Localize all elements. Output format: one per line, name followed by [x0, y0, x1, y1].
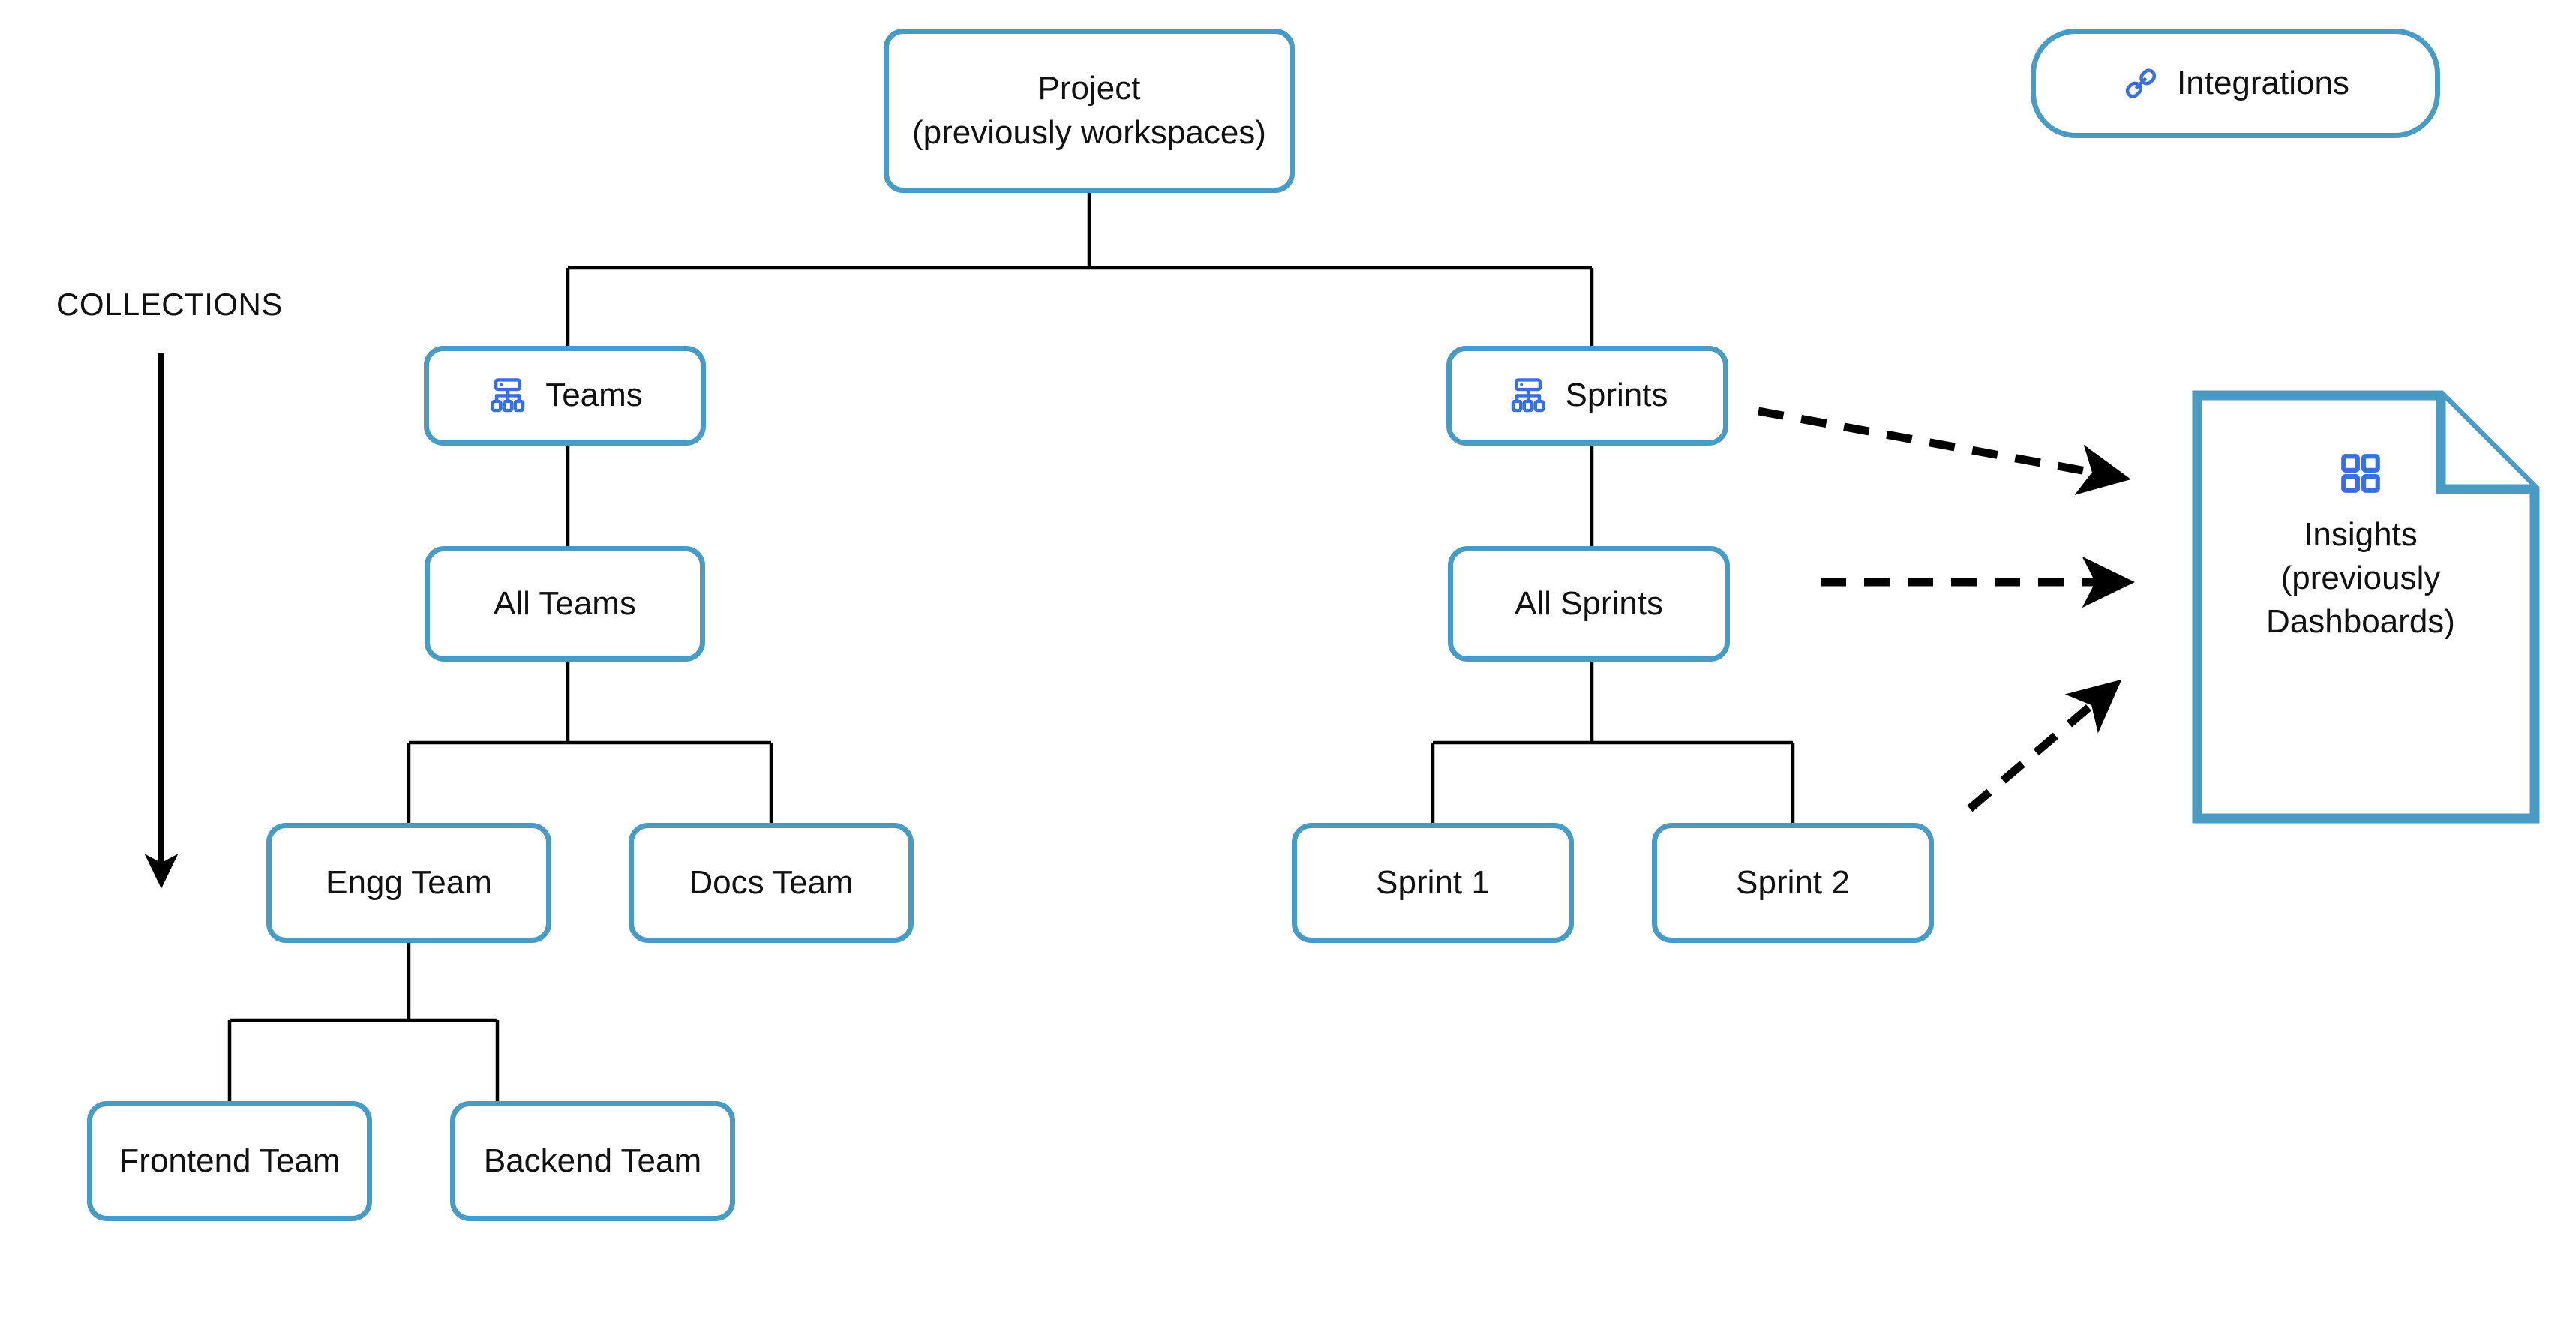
- node-insights-shape[interactable]: [2187, 386, 2544, 828]
- node-teams-label: Teams: [545, 377, 643, 414]
- node-project[interactable]: Project (previously workspaces): [884, 29, 1295, 193]
- node-sprint-2-label: Sprint 2: [1736, 863, 1850, 901]
- collections-label: COLLECTIONS: [56, 287, 283, 322]
- node-insights-label: Insights (previously Dashboards): [2266, 516, 2455, 641]
- node-insights-content: Insights (previously Dashboards): [2205, 450, 2516, 644]
- hierarchy-icon: [487, 374, 529, 416]
- node-backend-team-label: Backend Team: [483, 1142, 702, 1179]
- node-project-label: Project (previously workspaces): [912, 70, 1266, 151]
- node-sprint-1[interactable]: Sprint 1: [1292, 823, 1574, 943]
- link-icon: [2121, 64, 2160, 103]
- node-teams[interactable]: Teams: [424, 346, 706, 446]
- node-integrations[interactable]: Integrations: [2031, 29, 2440, 138]
- node-sprint-2[interactable]: Sprint 2: [1652, 823, 1934, 943]
- node-sprints-label: Sprints: [1565, 377, 1668, 414]
- grid-dashboard-icon: [2337, 450, 2384, 497]
- node-engg-team-label: Engg Team: [326, 863, 492, 901]
- node-engg-team[interactable]: Engg Team: [266, 823, 551, 943]
- node-all-sprints[interactable]: All Sprints: [1448, 546, 1730, 662]
- node-all-teams-label: All Teams: [494, 584, 636, 622]
- node-docs-team-label: Docs Team: [689, 863, 854, 901]
- dashed-edges: [1758, 407, 2135, 812]
- node-frontend-team-label: Frontend Team: [119, 1142, 341, 1179]
- node-docs-team[interactable]: Docs Team: [629, 823, 914, 943]
- node-integrations-label: Integrations: [2177, 64, 2349, 101]
- hierarchy-icon: [1507, 374, 1549, 416]
- node-sprints[interactable]: Sprints: [1446, 346, 1728, 446]
- node-all-sprints-label: All Sprints: [1514, 584, 1664, 622]
- node-sprint-1-label: Sprint 1: [1376, 863, 1490, 901]
- node-all-teams[interactable]: All Teams: [425, 546, 705, 662]
- node-backend-team[interactable]: Backend Team: [450, 1101, 735, 1221]
- node-frontend-team[interactable]: Frontend Team: [87, 1101, 372, 1221]
